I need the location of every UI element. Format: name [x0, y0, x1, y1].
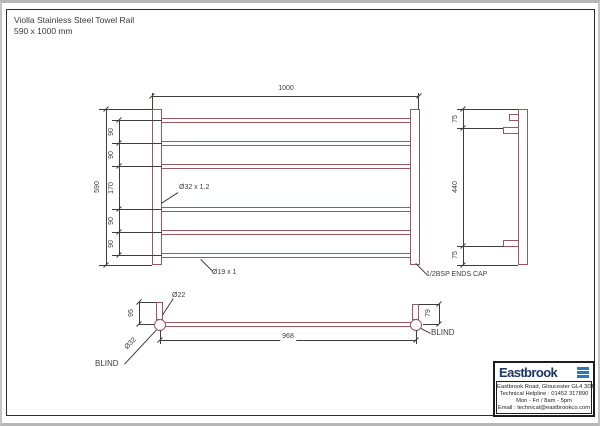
ext-line — [160, 330, 161, 344]
dim-segment-value: 90 — [108, 151, 115, 159]
front-right-tube — [410, 109, 420, 265]
ext-line — [457, 246, 503, 247]
ext-line — [112, 120, 162, 121]
brand-address: Eastbrook Road, Gloucester GL4 3DB — [497, 383, 596, 390]
dim-line-height — [106, 109, 107, 265]
ext-line — [139, 324, 154, 325]
ext-line — [457, 265, 518, 266]
brand-logo: Eastbrook — [495, 363, 593, 380]
ext-line — [112, 209, 162, 210]
dim-right-stub-value: 79 — [425, 309, 432, 317]
ext-line — [112, 166, 162, 167]
dim-side-top-value: 75 — [452, 115, 459, 123]
stub-diameter-label: Ø22 — [172, 292, 186, 299]
ext-line — [152, 93, 153, 109]
ext-line — [99, 109, 152, 110]
ext-line — [139, 302, 156, 303]
drawing-size: 590 x 1000 mm — [14, 26, 73, 36]
dim-height-value: 590 — [94, 181, 101, 193]
tube-spec-label: Ø32 x 1.2 — [179, 184, 210, 191]
ext-line — [423, 324, 439, 325]
dim-side-middle-value: 440 — [452, 181, 459, 193]
ext-line — [99, 265, 152, 266]
brand-name: Eastbrook — [499, 364, 558, 380]
ext-line — [457, 128, 503, 129]
rail-spec-label: Ø19 x 1 — [212, 269, 237, 276]
brand-hours: Mon - Fri / 8am - 5pm — [516, 397, 572, 404]
blind-right-label: BLIND — [431, 328, 455, 337]
dim-line-right-stub — [439, 304, 440, 324]
bottom-right-stub — [412, 304, 419, 320]
dim-segment-value: 90 — [108, 240, 115, 248]
dim-segment-value: 170 — [108, 182, 115, 194]
ends-cap-label: 1/2BSP ENDS CAP — [426, 271, 488, 278]
dim-side-bottom-value: 75 — [452, 251, 459, 259]
brand-bars-icon — [577, 366, 589, 378]
dim-line-width — [152, 96, 419, 97]
ext-line — [457, 109, 518, 110]
dim-chain-line — [119, 120, 120, 255]
side-tube — [518, 109, 528, 265]
front-rail-3 — [162, 164, 410, 169]
blind-left-label: BLIND — [95, 359, 119, 368]
ext-line — [416, 330, 417, 344]
front-rail-2 — [162, 141, 410, 146]
ext-line — [112, 143, 162, 144]
bottom-rail — [163, 322, 414, 327]
ext-line — [418, 93, 419, 109]
side-stub-upper — [503, 127, 519, 134]
drawing-border — [6, 9, 595, 416]
front-rail-4 — [162, 207, 410, 212]
dim-width-value: 1000 — [278, 85, 294, 92]
ext-line — [112, 232, 162, 233]
brand-helpline: Technical Helpline : 01452 317890 — [499, 390, 589, 397]
front-rail-5 — [162, 230, 410, 235]
ext-line — [112, 255, 162, 256]
brand-email: Email : technical@eastbrookco.com — [497, 404, 591, 411]
dim-segment-value: 90 — [108, 217, 115, 225]
dim-line-side — [463, 109, 464, 265]
bottom-left-stub — [156, 302, 163, 320]
side-stub-top — [509, 114, 519, 121]
dim-left-stub-value: 95 — [128, 309, 135, 317]
front-rail-6 — [162, 253, 410, 258]
ext-line — [419, 304, 439, 305]
dim-line-left-stub — [139, 302, 140, 324]
side-stub-lower — [503, 240, 519, 247]
front-left-tube — [152, 109, 162, 265]
dim-segment-value: 90 — [108, 128, 115, 136]
brand-contact-block: Eastbrook Road, Gloucester GL4 3DB Techn… — [496, 381, 596, 414]
dim-rail-length-value: 968 — [280, 333, 296, 341]
front-rail-1 — [162, 118, 410, 123]
brand-box: Eastbrook Eastbrook Road, Gloucester GL4… — [493, 361, 595, 417]
drawing-title: Violla Stainless Steel Towel Rail — [14, 15, 135, 25]
